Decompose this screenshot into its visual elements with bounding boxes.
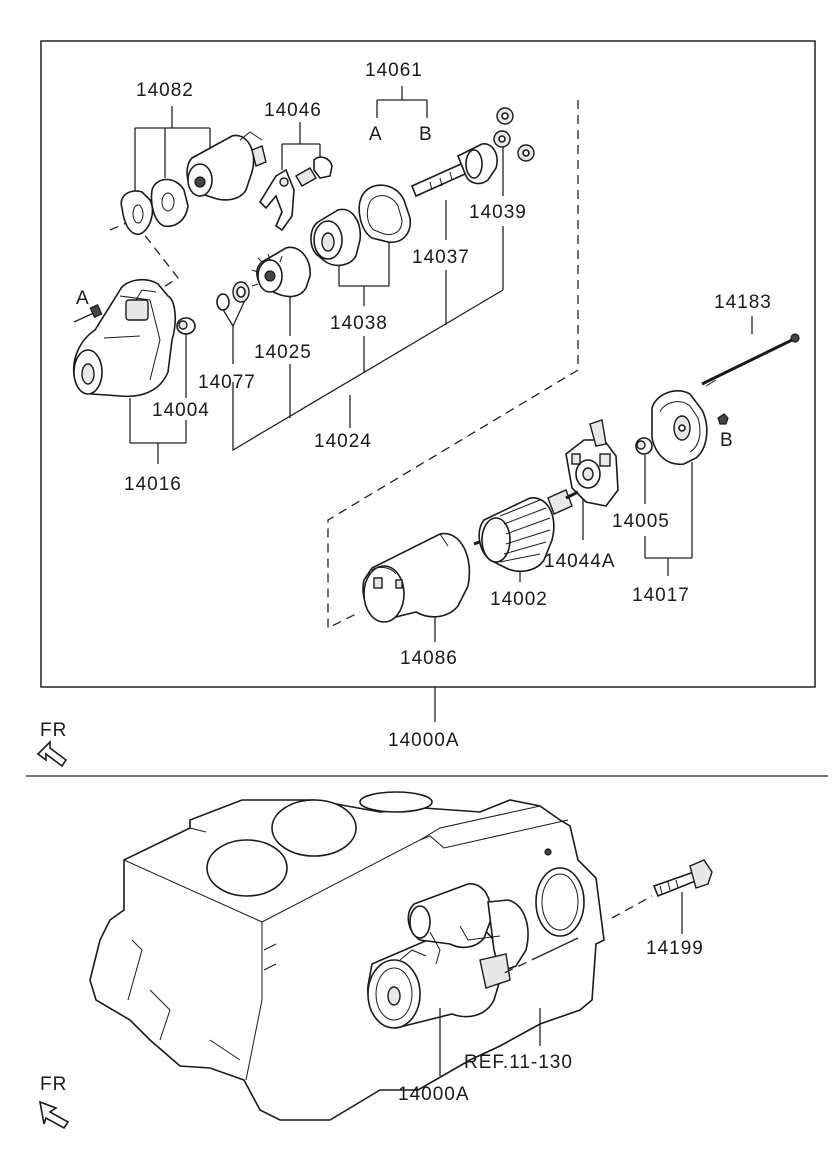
planet-gears-part (493, 107, 535, 162)
assembly-outline-top (327, 100, 579, 630)
exploded-view-frame (40, 40, 816, 688)
label-14183: 14183 (714, 292, 772, 313)
label-14025: 14025 (254, 342, 312, 363)
label-bolt-a: A (76, 288, 90, 309)
label-14000a-bottom: 14000A (398, 1084, 470, 1105)
assembly-outline-left (109, 219, 179, 289)
engine-block-part (89, 791, 605, 1121)
front-arrow-bottom (38, 1100, 70, 1130)
label-14086: 14086 (400, 648, 458, 669)
label-sub-b: B (419, 124, 433, 145)
yoke-part (362, 532, 471, 623)
shift-lever-part (258, 156, 333, 232)
label-14082: 14082 (136, 80, 194, 101)
bolt-a-part (73, 304, 103, 323)
mounting-bolt-part (652, 859, 713, 898)
label-14044a: 14044A (544, 551, 616, 572)
label-14017: 14017 (632, 585, 690, 606)
o-rings-part (216, 281, 250, 311)
label-14038: 14038 (330, 313, 388, 334)
overrunning-clutch-part (251, 246, 311, 298)
solenoid-gaskets-part (120, 178, 189, 235)
gear-ring-part (358, 184, 412, 243)
solenoid-part (186, 131, 267, 201)
label-14024: 14024 (314, 431, 372, 452)
label-14004: 14004 (152, 400, 210, 421)
internal-gear-part (310, 208, 362, 267)
label-14199: 14199 (646, 938, 704, 959)
installed-starter-part (367, 883, 529, 1029)
planetary-shaft-part (410, 143, 498, 198)
bottom-leader-lines (439, 892, 683, 1076)
label-14039: 14039 (469, 202, 527, 223)
label-14005: 14005 (612, 511, 670, 532)
front-arrow-top (36, 740, 68, 768)
label-fr-top: FR (40, 720, 67, 741)
label-14077: 14077 (198, 372, 256, 393)
label-14037: 14037 (412, 247, 470, 268)
leader-lines (129, 86, 753, 722)
through-bolt-part (701, 333, 800, 387)
label-ref: REF.11-130 (464, 1052, 573, 1073)
nut-b-part (717, 413, 729, 425)
armature-part (473, 489, 579, 573)
label-14046: 14046 (264, 100, 322, 121)
bushing-part (176, 317, 196, 335)
label-14016: 14016 (124, 474, 182, 495)
rear-bushing-part (635, 437, 653, 455)
label-bolt-b: B (720, 430, 734, 451)
label-14002: 14002 (490, 589, 548, 610)
rear-end-cover-part (651, 390, 708, 465)
label-14061: 14061 (365, 60, 423, 81)
label-14000a-top: 14000A (388, 730, 460, 751)
starter-housing-part (73, 278, 177, 398)
label-sub-a: A (369, 124, 383, 145)
label-fr-bottom: FR (40, 1074, 67, 1095)
